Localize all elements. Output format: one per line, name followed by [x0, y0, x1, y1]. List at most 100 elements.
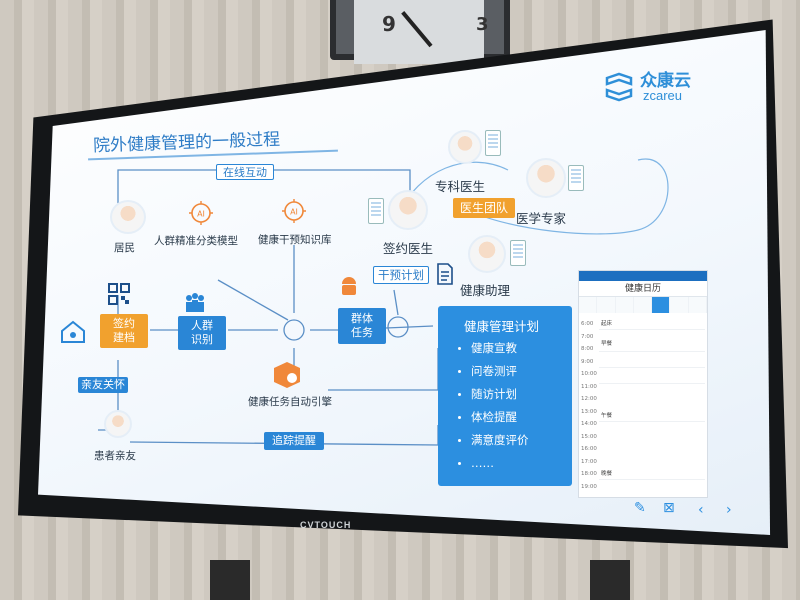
calendar-time-label: 10:00	[581, 371, 597, 377]
previous-slide-icon[interactable]: ‹	[698, 502, 704, 518]
calendar-day	[597, 297, 616, 313]
signed-doctor-label: 签约医生	[383, 241, 434, 256]
health-plan-title: 健康管理计划	[464, 319, 540, 334]
calendar-time-label: 7:00	[581, 333, 594, 340]
bullet-icon	[458, 462, 461, 465]
ai-model-icon-text: AI	[197, 210, 205, 219]
specialist-label: 专科医生	[435, 179, 486, 194]
calendar-time-label: 12:00	[581, 396, 597, 402]
plan-item: 问卷测评	[458, 363, 517, 379]
signed-doctor-phone-icon	[368, 198, 384, 224]
intervention-plan-box: 干预计划	[373, 266, 429, 284]
signed-doctor-avatar	[388, 190, 428, 230]
plan-item-text: 满意度评价	[471, 433, 529, 447]
plan-item: ……	[458, 456, 494, 470]
resident-label: 居民	[114, 242, 135, 254]
calendar-day	[579, 297, 598, 313]
plan-item-text: 健康宣教	[471, 341, 517, 355]
slide-screen: 众康云 zcareu 院外健康管理的一般过程	[38, 30, 771, 535]
plan-item: 满意度评价	[458, 432, 529, 448]
monitor-stand-left	[210, 560, 250, 600]
plan-item-text: 体检提醒	[471, 410, 517, 424]
crowd-people-icon	[186, 293, 204, 312]
family-care-box: 亲友关怀	[78, 377, 128, 393]
follow-up-box: 追踪提醒	[264, 432, 324, 450]
ai-knowledge-icon: AI	[282, 199, 306, 223]
calendar-divider	[599, 367, 705, 368]
expert-phone-icon	[568, 165, 584, 191]
pen-icon[interactable]: ✎	[634, 500, 646, 516]
clock-number-3: 3	[476, 14, 489, 35]
calendar-section: 午餐	[601, 413, 613, 419]
group-task-box: 群体 任务	[338, 308, 386, 344]
plan-item: 随访计划	[458, 386, 517, 402]
bullet-icon	[458, 347, 461, 350]
calendar-time-label: 6:00	[581, 321, 594, 327]
plan-item-text: 随访计划	[471, 387, 517, 401]
ai-knowledge-icon-text: AI	[290, 208, 298, 217]
bullet-icon	[458, 370, 461, 373]
specialist-phone-icon	[485, 130, 501, 156]
calendar-time-label: 11:00	[581, 383, 597, 390]
calendar-week-strip	[579, 297, 707, 313]
home-icon	[61, 320, 85, 343]
qr-code-icon	[108, 283, 130, 305]
online-interaction-label: 在线互动	[216, 164, 274, 180]
bullet-icon	[458, 439, 461, 442]
bullet-icon	[458, 416, 461, 419]
calendar-divider	[599, 351, 705, 352]
crowd-model-label: 人群精准分类模型	[154, 235, 238, 247]
specialist-avatar	[448, 130, 482, 164]
doctor-team-box: 医生团队	[453, 198, 515, 218]
clock-face: 9 3	[354, 0, 489, 64]
next-slide-icon[interactable]: ›	[726, 502, 732, 518]
calendar-section: 起床	[601, 321, 613, 327]
health-assistant-label: 健康助理	[460, 283, 511, 298]
plan-item: 健康宣教	[458, 340, 517, 356]
patient-family-label: 患者亲友	[94, 450, 136, 462]
bullet-icon	[458, 393, 461, 396]
resident-group-avatar	[110, 200, 146, 234]
calendar-time-label: 16:00	[581, 446, 597, 452]
monitor-brand: CVTOUCH	[300, 520, 352, 530]
zcareu-logo-icon	[605, 72, 633, 102]
logo-english: zcareu	[643, 88, 683, 103]
calendar-time-label: 9:00	[581, 358, 594, 365]
calendar-header: 健康日历	[579, 281, 707, 297]
expert-label: 医学专家	[516, 211, 567, 226]
crowd-identify-box: 人群 识别	[178, 316, 226, 350]
calendar-day	[688, 297, 707, 313]
expert-avatar	[526, 158, 566, 198]
calendar-section: 早餐	[601, 341, 613, 347]
wall-clock: 9 3	[330, 0, 510, 64]
close-slide-icon[interactable]: ⊠	[663, 500, 675, 516]
ai-model-icon: AI	[189, 201, 213, 225]
engine-label: 健康任务自动引擎	[248, 396, 332, 408]
health-assistant-avatar	[468, 235, 506, 273]
calendar-time-label: 17:00	[581, 458, 597, 465]
calendar-time-label: 8:00	[581, 346, 594, 352]
logo-chinese: 众康云	[640, 71, 691, 91]
sign-build-box: 签约 建档	[100, 314, 148, 348]
calendar-day	[615, 297, 634, 313]
plan-item-text: ……	[471, 456, 494, 470]
document-icon	[437, 263, 453, 285]
calendar-day	[633, 297, 653, 313]
calendar-divider	[599, 479, 705, 480]
calendar-day-selected	[652, 297, 671, 313]
calendar-time-label: 15:00	[581, 433, 597, 440]
calendar-time-label: 13:00	[581, 408, 597, 415]
patient-family-avatar	[104, 410, 132, 438]
calendar-status-bar	[579, 271, 707, 281]
monitor-stand-right	[590, 560, 630, 600]
calendar-divider	[599, 421, 705, 422]
calendar-time-label: 19:00	[581, 483, 597, 490]
clock-number-9: 9	[382, 12, 396, 36]
plan-item: 体检提醒	[458, 409, 517, 425]
calendar-day	[670, 297, 689, 313]
engine-box-icon	[274, 362, 300, 388]
health-plan-panel: 健康管理计划 健康宣教 问卷测评 随访计划 体检提醒 满意度评价 ……	[438, 306, 572, 486]
calendar-time-label: 14:00	[581, 421, 597, 427]
plan-item-text: 问卷测评	[471, 364, 517, 378]
calendar-divider	[599, 329, 705, 330]
